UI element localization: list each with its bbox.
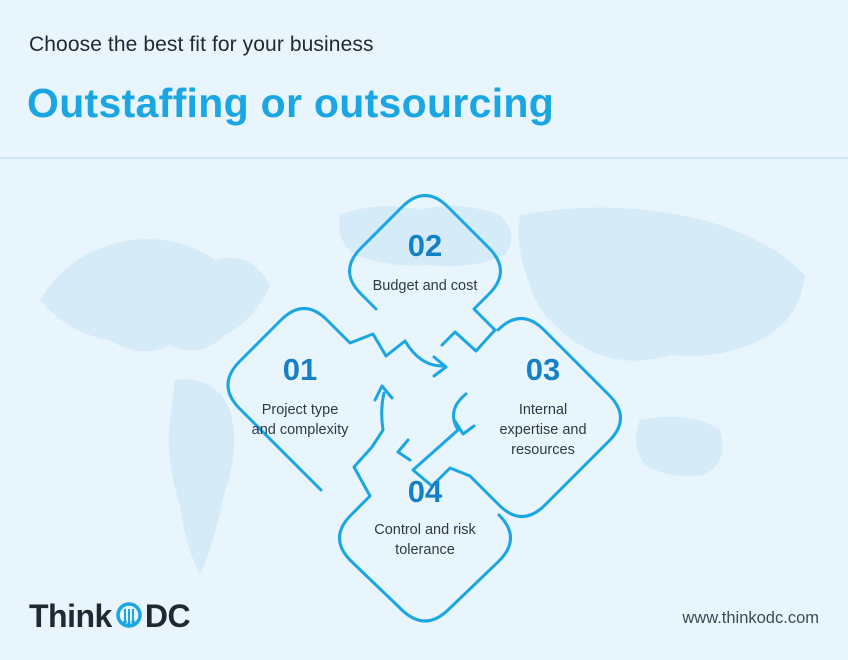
step-02-number: 02 bbox=[407, 228, 443, 263]
thinkodc-logo: Think DC bbox=[29, 598, 191, 638]
header-subtitle: Choose the best fit for your business bbox=[29, 33, 374, 56]
step-03-label-line: Internal bbox=[518, 402, 568, 418]
step-04-label: Control and risk tolerance bbox=[355, 520, 495, 560]
logo-circuit-icon bbox=[114, 600, 144, 638]
step-04-label-line: Control and risk bbox=[374, 522, 476, 538]
step-04-outline bbox=[338, 391, 512, 623]
arrow-head-01-to-02 bbox=[432, 355, 448, 378]
step-04-number: 04 bbox=[407, 474, 443, 509]
step-01-label-line: Project type bbox=[261, 402, 339, 418]
arrow-head-04-to-01 bbox=[373, 384, 394, 402]
header-divider bbox=[0, 157, 848, 159]
step-03-label-line: resources bbox=[511, 442, 575, 458]
website-url: www.thinkodc.com bbox=[682, 609, 819, 627]
world-map-background bbox=[40, 206, 805, 575]
step-01-label: Project type and complexity bbox=[230, 400, 370, 440]
step-03-outline bbox=[411, 317, 622, 518]
logo-text-left: Think bbox=[29, 598, 112, 634]
step-03-number: 03 bbox=[525, 352, 561, 387]
step-02-label: Budget and cost bbox=[355, 276, 495, 296]
logo-text-right: DC bbox=[144, 598, 191, 634]
step-04-label-line: tolerance bbox=[395, 542, 455, 558]
step-01-label-line: and complexity bbox=[251, 422, 349, 438]
step-01-number: 01 bbox=[282, 352, 318, 387]
step-02-label-line: Budget and cost bbox=[372, 278, 478, 294]
step-03-label-line: expertise and bbox=[499, 422, 587, 438]
step-01-outline bbox=[226, 307, 444, 492]
step-03-label: Internal expertise and resources bbox=[473, 400, 613, 460]
arrow-head-03-to-04 bbox=[396, 438, 412, 462]
arrow-head-02-to-03 bbox=[453, 419, 476, 436]
step-02-outline bbox=[348, 194, 502, 353]
header-title: Outstaffing or outsourcing bbox=[27, 80, 555, 126]
